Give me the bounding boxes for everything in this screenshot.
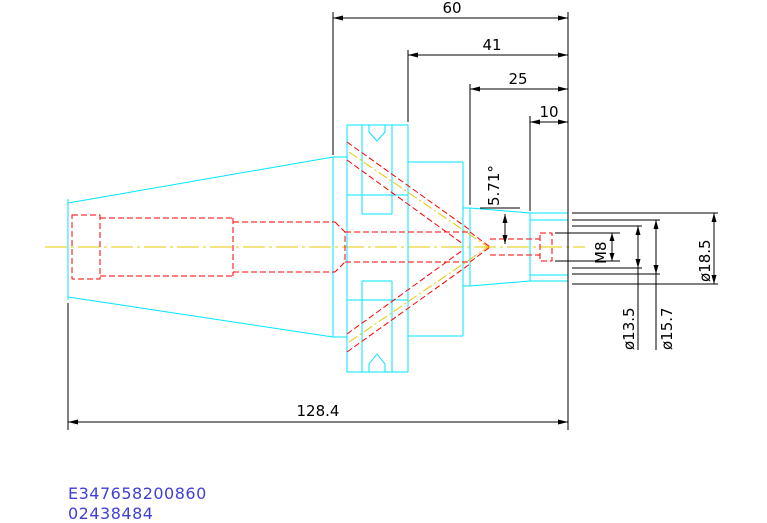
dimension-lines bbox=[67, 12, 718, 430]
hidden-lines bbox=[71, 141, 553, 353]
dim-25-label: 25 bbox=[508, 70, 527, 88]
dim-41-label: 41 bbox=[482, 36, 501, 54]
dim-total-label: 128.4 bbox=[297, 402, 340, 420]
dim-angle-label: 5.71° bbox=[485, 165, 503, 206]
dim-dia-13-5-label: ø13.5 bbox=[620, 307, 638, 350]
holder-outline bbox=[67, 124, 569, 373]
part-code-line-1: E347658200860 bbox=[68, 484, 207, 503]
dim-thread-label: M8 bbox=[592, 242, 610, 265]
dim-10-label: 10 bbox=[539, 103, 558, 121]
part-code-line-2: 02438484 bbox=[68, 504, 154, 523]
dim-dia-15-7-label: ø15.7 bbox=[658, 307, 676, 350]
dim-60-label: 60 bbox=[442, 0, 461, 17]
dim-dia-18-5-label: ø18.5 bbox=[696, 239, 714, 282]
coolant-axes bbox=[348, 151, 489, 343]
